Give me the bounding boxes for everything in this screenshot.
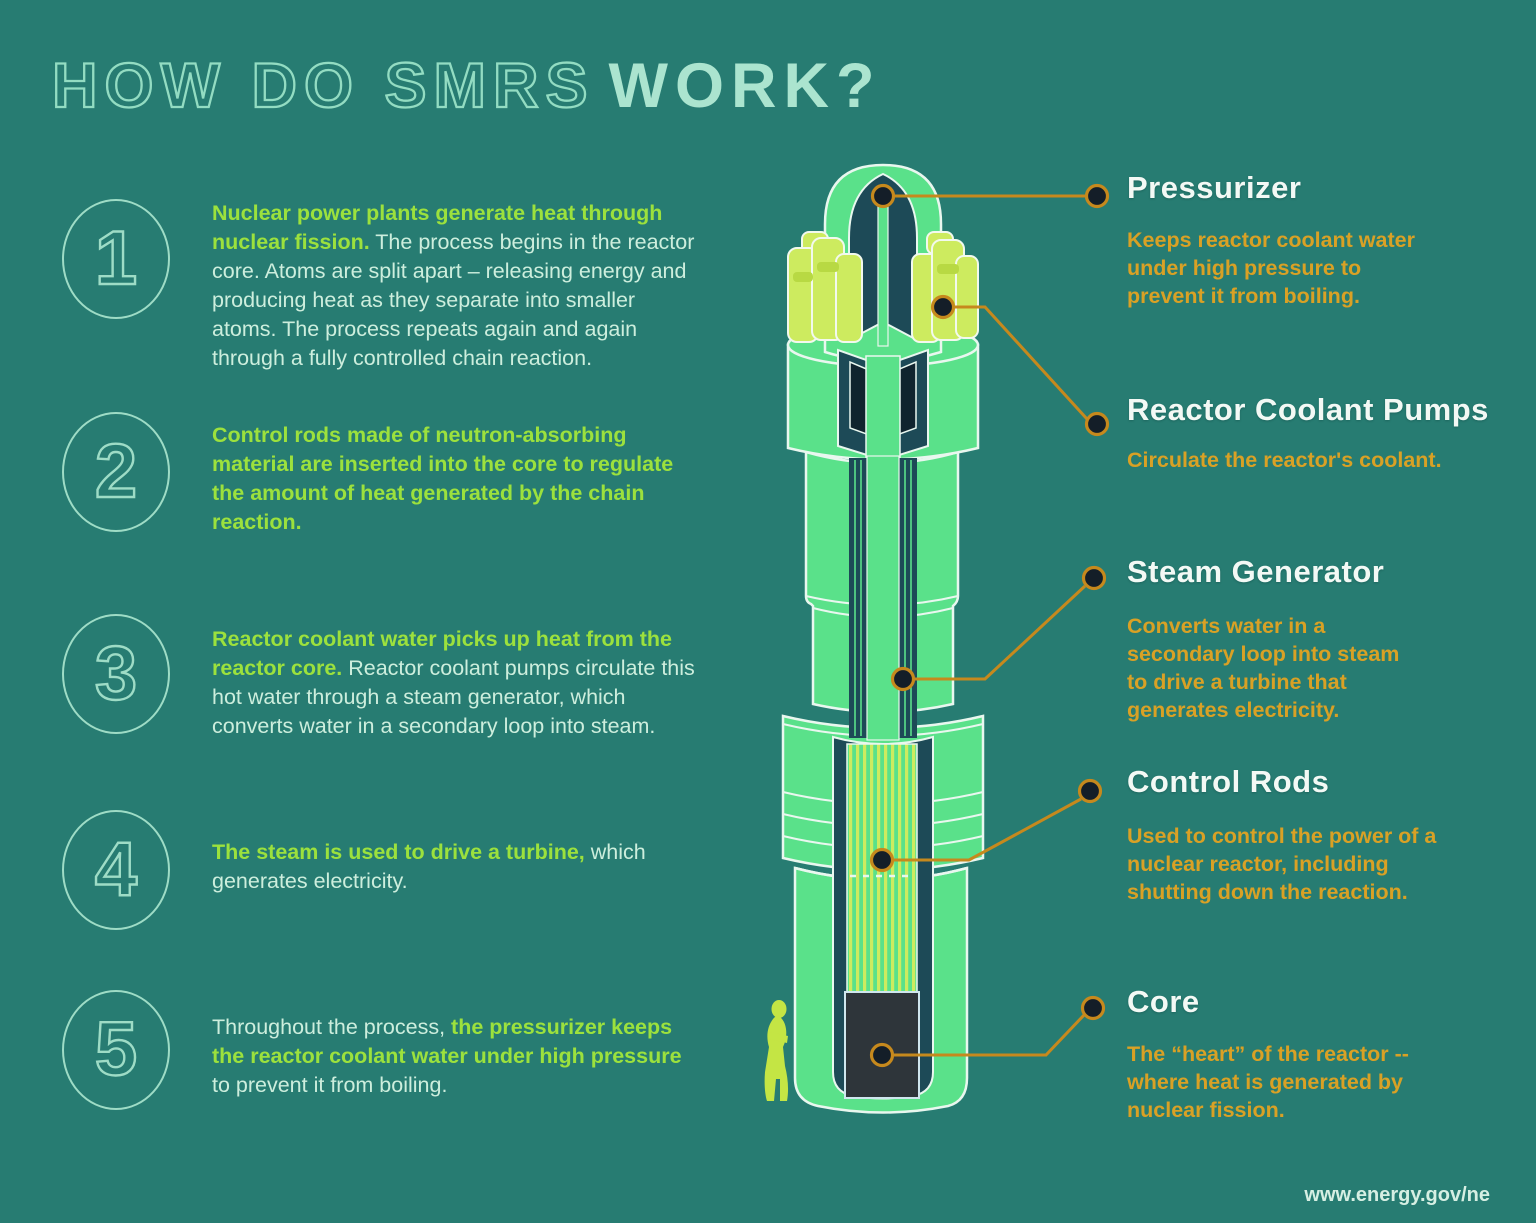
title-emphasis-text: WORK? bbox=[608, 51, 882, 121]
steam-generator-label-dot bbox=[1081, 565, 1107, 591]
step-5-number-circle: 5 bbox=[62, 990, 170, 1110]
step-4-number: 4 bbox=[94, 827, 139, 912]
collar-stem bbox=[865, 355, 901, 463]
title-outline-text: HOW DO SMRS bbox=[51, 50, 595, 122]
callout-desc-pressurizer: Keeps reactor coolant water under high p… bbox=[1127, 228, 1415, 308]
callout-desc-core: The “heart” of the reactor -- where heat… bbox=[1127, 1042, 1409, 1122]
step-5-number: 5 bbox=[94, 1007, 139, 1092]
control-rods-point-dot bbox=[869, 847, 895, 873]
step-1-text: Nuclear power plants generate heat throu… bbox=[212, 201, 695, 370]
coolant-pumps-line bbox=[954, 305, 1089, 421]
core-line bbox=[893, 1012, 1087, 1057]
step-4-text: The steam is used to drive a turbine, wh… bbox=[212, 840, 646, 893]
step-2-number-circle: 2 bbox=[62, 412, 170, 532]
person-silhouette bbox=[764, 1000, 789, 1101]
reactor-coolant-pumps bbox=[787, 231, 979, 343]
control-rods-label-dot bbox=[1077, 778, 1103, 804]
step-2-text: Control rods made of neutron-absorbing m… bbox=[212, 423, 674, 534]
steam-generator-point-dot bbox=[890, 666, 916, 692]
step-4-number-circle: 4 bbox=[62, 810, 170, 930]
callout-desc-coolant-pumps: Circulate the reactor's coolant. bbox=[1127, 448, 1442, 472]
channel-left-band bbox=[849, 458, 867, 738]
core-point-dot bbox=[869, 1042, 895, 1068]
callout-title-coolant-pumps: Reactor Coolant Pumps bbox=[1127, 392, 1489, 427]
step-1-number-circle: 1 bbox=[62, 199, 170, 319]
callout-desc-control-rods: Used to control the power of a nuclear r… bbox=[1127, 824, 1437, 904]
callout-desc-steam-generator: Converts water in a secondary loop into … bbox=[1127, 614, 1400, 722]
channel-right-band bbox=[899, 458, 917, 738]
center-stem bbox=[866, 455, 900, 741]
callout-dots bbox=[869, 183, 1110, 1068]
pressurizer-stem bbox=[877, 193, 889, 347]
step-3-number-circle: 3 bbox=[62, 614, 170, 734]
steam-generator-line bbox=[914, 584, 1087, 681]
coolant-pumps-point-dot bbox=[930, 294, 956, 320]
coolant-pumps-label-dot bbox=[1084, 411, 1110, 437]
step-3-number: 3 bbox=[94, 631, 139, 716]
step-3-text: Reactor coolant water picks up heat from… bbox=[212, 627, 695, 738]
callout-title-control-rods: Control Rods bbox=[1127, 764, 1330, 799]
callout-title-core: Core bbox=[1127, 984, 1200, 1019]
callout-title-steam-generator: Steam Generator bbox=[1127, 554, 1385, 589]
step-2-number: 2 bbox=[94, 429, 139, 514]
pressurizer-label-dot bbox=[1084, 183, 1110, 209]
callout-title-pressurizer: Pressurizer bbox=[1127, 170, 1302, 205]
pressurizer-point-dot bbox=[870, 183, 896, 209]
control-rods-line bbox=[893, 797, 1082, 862]
step-5-text: Throughout the process, the pressurizer … bbox=[212, 1015, 682, 1097]
footer-url: www.energy.gov/ne bbox=[1304, 1184, 1490, 1206]
core-label-dot bbox=[1080, 995, 1106, 1021]
callout-connectors bbox=[893, 194, 1089, 1057]
step-1-number: 1 bbox=[94, 216, 139, 301]
